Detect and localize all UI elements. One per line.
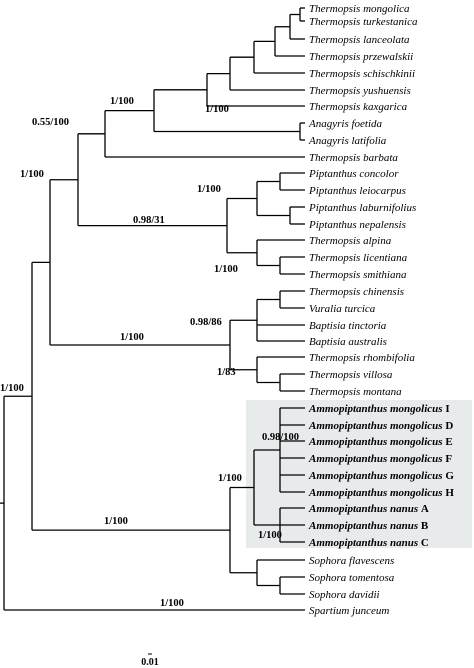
support-value: 1/100 [120, 332, 144, 343]
taxon-label: Ammopiptanthus mongolicus I [308, 403, 450, 415]
taxon-label: Sophora tomentosa [309, 572, 395, 584]
support-value: 1/100 [258, 530, 282, 541]
taxon-label: Thermopsis turkestanica [309, 16, 418, 28]
taxon-suffix: A [421, 503, 429, 515]
taxon-suffix: B [421, 520, 429, 532]
taxon-label: Baptisia tinctoria [309, 320, 387, 332]
taxon-suffix: H [445, 487, 454, 499]
taxon-suffix: I [445, 403, 449, 415]
taxon-label: Ammopiptanthus nanus A [308, 503, 429, 515]
support-value: 0.98/100 [262, 432, 299, 443]
taxon-label: Piptanthus laburnifolius [308, 202, 416, 214]
support-value: 1/100 [214, 264, 238, 275]
taxon-suffix: F [445, 453, 452, 465]
support-value: 1/100 [205, 104, 229, 115]
taxon-label: Piptanthus concolor [308, 168, 399, 180]
taxon-label: Thermopsis smithiana [309, 269, 407, 281]
taxon-suffix: E [445, 436, 452, 448]
scale-bar: 0.01 [141, 653, 159, 668]
taxon-label: Ammopiptanthus nanus C [308, 537, 429, 549]
taxon-label: Piptanthus nepalensis [308, 219, 406, 231]
taxon-label: Sophora davidii [309, 589, 380, 601]
support-value: 0.98/31 [133, 215, 165, 226]
support-value: 0.55/100 [32, 117, 69, 128]
support-value: 1/100 [218, 473, 242, 484]
support-value: 1/100 [160, 598, 184, 609]
taxon-label: Ammopiptanthus nanus B [308, 520, 429, 532]
support-value: 1/100 [20, 169, 44, 180]
taxon-label: Thermopsis mongolica [309, 3, 410, 15]
taxon-label: Thermopsis lanceolata [309, 34, 410, 46]
tree-branches [0, 7, 305, 611]
taxon-label: Thermopsis rhombifolia [309, 352, 415, 364]
support-value: 1/83 [217, 367, 236, 378]
support-value: 0.98/86 [190, 317, 222, 328]
taxon-label: Thermopsis licentiana [309, 252, 408, 264]
taxon-label: Thermopsis villosa [309, 369, 393, 381]
taxon-label: Thermopsis alpina [309, 235, 392, 247]
taxon-label: Thermopsis chinensis [309, 286, 404, 298]
taxon-label: Ammopiptanthus mongolicus F [308, 453, 452, 465]
taxon-label: Piptanthus leiocarpus [308, 185, 406, 197]
taxon-label: Thermopsis yushuensis [309, 85, 411, 97]
taxon-label: Thermopsis schischkinii [309, 68, 415, 80]
taxon-label: Anagyris foetida [308, 118, 383, 130]
taxon-label: Ammopiptanthus mongolicus G [308, 470, 454, 482]
taxon-label: Ammopiptanthus mongolicus H [308, 487, 454, 499]
scale-bar-label: 0.01 [141, 657, 159, 668]
taxon-label: Anagyris latifolia [308, 135, 387, 147]
taxon-label: Vuralia turcica [309, 303, 376, 315]
taxon-label: Thermopsis montana [309, 386, 402, 398]
taxon-label: Ammopiptanthus mongolicus D [308, 420, 453, 432]
taxon-label: Thermopsis barbata [309, 152, 398, 164]
taxon-label: Thermopsis kaxgarica [309, 101, 408, 113]
taxon-label: Spartium junceum [309, 605, 389, 617]
support-value: 1/100 [110, 96, 134, 107]
support-value: 1/100 [197, 184, 221, 195]
taxon-suffix: D [445, 420, 453, 432]
taxon-suffix: G [445, 470, 454, 482]
taxon-suffix: C [421, 537, 429, 549]
support-values: 0.55/100 1/100 1/100 1/100 0.98/31 1/100 1/100… [0, 96, 299, 609]
support-value: 1/100 [104, 516, 128, 527]
taxon-label: Ammopiptanthus mongolicus E [308, 436, 453, 448]
taxon-label: Sophora flavescens [309, 555, 394, 567]
support-value: 1/100 [0, 383, 24, 394]
taxon-label: Baptisia australis [309, 336, 387, 348]
taxon-label: Thermopsis przewalskii [309, 51, 413, 63]
